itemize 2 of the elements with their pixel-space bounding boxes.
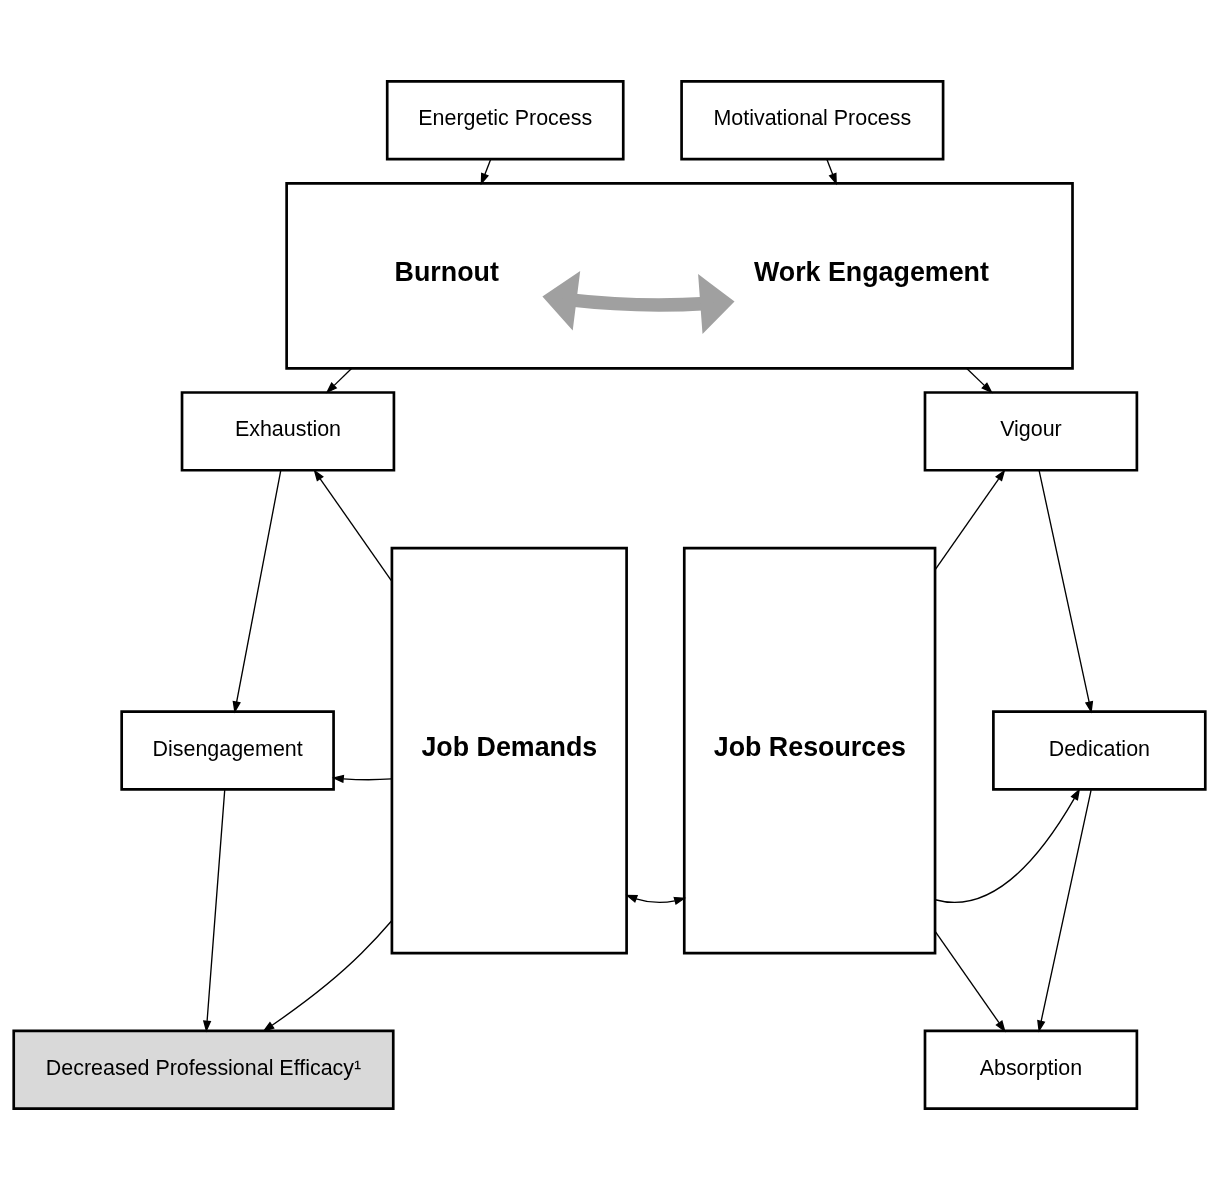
node-text: Work Engagement: [754, 256, 989, 287]
node-text: Burnout: [394, 256, 499, 287]
